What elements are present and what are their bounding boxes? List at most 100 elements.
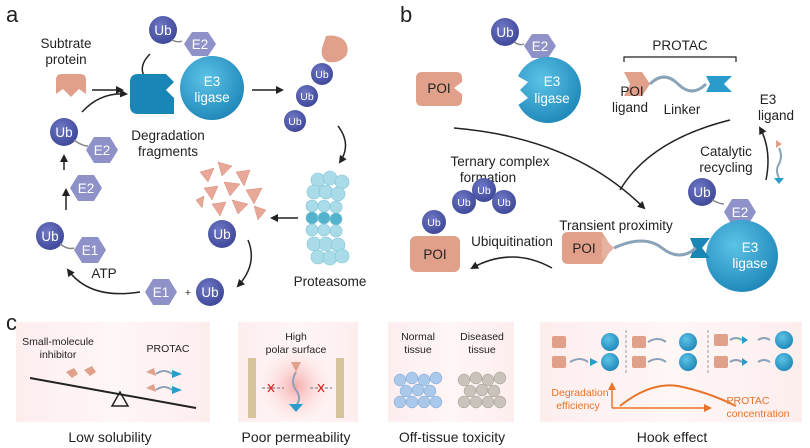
poi-label: POI [423, 247, 446, 262]
ub-label: Ub [288, 116, 302, 128]
subtrate-label-2: protein [45, 52, 86, 67]
poi-ligand-label-2: ligand [612, 100, 648, 115]
e3-label-1: E3 [742, 240, 759, 255]
plus-sign: + [185, 287, 191, 299]
hook-optimal-concentration [632, 333, 697, 371]
e1-hexagon [74, 237, 106, 263]
e2-label: E2 [94, 143, 111, 158]
protac-vertical [289, 362, 303, 412]
substrate-protein [50, 74, 86, 97]
e1-hexagon [145, 279, 177, 305]
protac-stack [146, 368, 182, 394]
diseased-tissue-cells [457, 371, 507, 409]
e3-complex-b: Ub E2 E3 ligase [491, 18, 581, 123]
high-polar-label-2: polar surface [266, 344, 327, 356]
protac-concentration-label-2: concentration [726, 408, 789, 420]
seesaw-pivot [110, 390, 130, 407]
e2-hexagon [70, 175, 102, 201]
caption-off-tissue-toxicity: Off-tissue toxicity [399, 429, 505, 445]
degradation-fragments [195, 161, 267, 221]
protac-concentration-label-1: PROTAC [727, 395, 770, 407]
normal-tissue-label-1: Normal [401, 331, 435, 343]
linker-label: Linker [664, 102, 701, 117]
ubiquitinated-substrate: Ub Ub Ub [284, 35, 348, 132]
panel-b-label: b [400, 2, 412, 27]
ternary-label-1: Ternary complex [450, 154, 549, 169]
e3-ligand-label-2: ligand [758, 108, 794, 123]
hook-curve [619, 384, 737, 407]
small-molecules [66, 366, 96, 378]
membrane-left [248, 358, 256, 418]
ub-label: Ub [55, 125, 72, 140]
hook-high-concentration [714, 331, 793, 371]
atp-label: ATP [91, 266, 116, 281]
diseased-tissue-label-1: Diseased [460, 331, 504, 343]
poi-label: POI [572, 241, 595, 256]
e3-label-1: E3 [204, 74, 221, 89]
degradation-label-2: fragments [138, 144, 198, 159]
subtrate-label-1: Subtrate [40, 36, 91, 51]
transient-label: Transient proximity [559, 218, 673, 233]
poi-ligand-label-1: POI [620, 84, 643, 99]
proteasome-label: Proteasome [294, 274, 367, 289]
e2-label: E2 [732, 205, 749, 220]
ub-ball [208, 220, 236, 248]
ub-ball [50, 118, 78, 146]
ub-label: Ub [300, 91, 314, 103]
proteasome [305, 170, 350, 266]
ub-label: Ub [496, 25, 513, 40]
e2-label: E2 [532, 39, 549, 54]
diseased-tissue-label-2: tissue [468, 344, 496, 356]
ub-label: Ub [497, 197, 511, 209]
e2-label: E2 [78, 181, 95, 196]
poi-label: POI [427, 81, 450, 96]
degradation-efficiency-label-1: Degradation [551, 387, 608, 399]
e3-ligand-label-1: E3 [760, 92, 777, 107]
ub-ball [196, 278, 224, 306]
normal-tissue-cells [393, 371, 443, 409]
high-polar-label-1: High [285, 331, 307, 343]
degradation-efficiency-label-2: efficiency [556, 400, 600, 412]
e3-label-1: E3 [544, 74, 561, 89]
protac-label: PROTAC [652, 38, 708, 53]
ub-label: Ub [213, 227, 230, 242]
ub-label: Ub [201, 285, 218, 300]
small-molecule-label-2: inhibitor [40, 349, 77, 361]
poi-ubiquitinated: POI Ub Ub Ub Ub [410, 178, 516, 272]
e3-label-2: ligase [534, 91, 569, 106]
ternary-label-2: formation [460, 170, 516, 185]
catalytic-label-1: Catalytic [700, 144, 752, 159]
caption-low-solubility: Low solubility [68, 429, 151, 445]
e3-ligase-a: E3 ligase [130, 56, 244, 120]
e2-hexagon [86, 137, 118, 163]
protac-c1-label: PROTAC [147, 343, 190, 355]
ternary-complex: Ub E2 E3 ligase POI [562, 178, 778, 292]
ub-label: Ub [693, 185, 710, 200]
small-molecule-label-1: Small-molecule [22, 336, 94, 348]
panel-c-label: c [6, 310, 17, 335]
seesaw-beam [29, 377, 197, 409]
ub-e2-top-a: Ub E2 [149, 16, 216, 56]
panel-a-label: a [6, 2, 19, 27]
ub-label: Ub [477, 185, 491, 197]
membrane-right [336, 358, 344, 418]
hook-low-concentration [552, 333, 619, 371]
e3-label-2: ligase [732, 256, 767, 271]
ub-label: Ub [315, 69, 329, 81]
normal-tissue-label-2: tissue [404, 344, 432, 356]
catalytic-label-2: recycling [699, 160, 752, 175]
degradation-label-1: Degradation [131, 128, 205, 143]
protac-molecule [624, 72, 732, 96]
poi-b-top: POI [416, 72, 462, 106]
ub-label: Ub [41, 229, 58, 244]
e1-label: E1 [82, 243, 99, 258]
ubiquitination-label: Ubiquitination [471, 234, 553, 249]
protac-bracket [623, 56, 737, 62]
ub-label: Ub [154, 23, 171, 38]
e1-label: E1 [153, 285, 170, 300]
ub-ball [149, 16, 177, 44]
ub-label: Ub [427, 217, 441, 229]
e2-label: E2 [192, 37, 209, 52]
small-protac-icon [774, 140, 784, 184]
